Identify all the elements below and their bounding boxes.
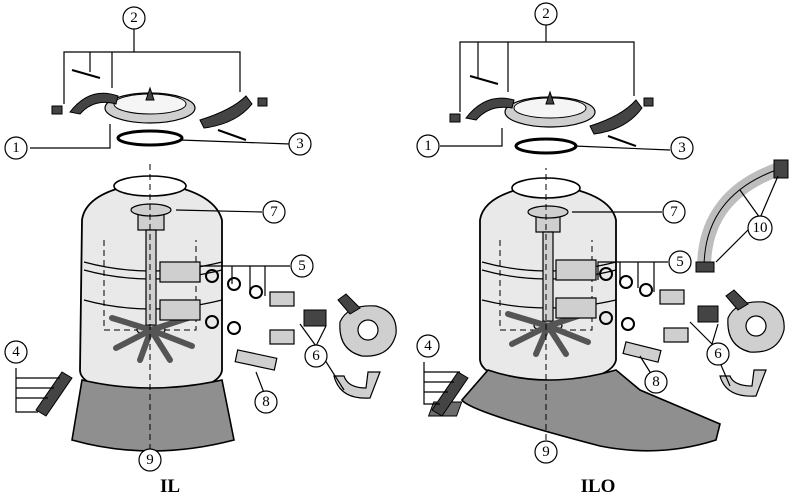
lid-clamp-assembly: [51, 69, 268, 147]
callout-ilo-2: 2: [534, 2, 558, 26]
fittings-ilo: [431, 159, 789, 417]
svg-text:8: 8: [262, 394, 270, 410]
svg-text:9: 9: [146, 452, 154, 468]
callout-il-5: 5: [290, 254, 314, 278]
callout-ilo-7: 7: [662, 200, 686, 224]
callout-il-8: 8: [254, 390, 278, 414]
svg-text:6: 6: [312, 348, 320, 364]
callout-il-6: 6: [304, 344, 328, 368]
callout-il-2: 2: [122, 6, 146, 30]
svg-text:2: 2: [130, 10, 138, 26]
tank-base: [71, 379, 235, 452]
filter-ilo: 2 1 3 7 10 5 4 6: [416, 2, 789, 497]
svg-text:1: 1: [12, 140, 20, 156]
svg-text:5: 5: [676, 254, 684, 270]
callout-il-7: 7: [262, 200, 286, 224]
filter-il: 2 1 3 7 5 4 6 8: [4, 6, 397, 497]
callout-ilo-1: 1: [416, 134, 440, 158]
callout-ilo-8: 8: [644, 370, 668, 394]
callout-ilo-10: 10: [747, 215, 773, 241]
callout-ilo-9: 9: [534, 440, 558, 464]
drain-plug: [35, 371, 73, 417]
svg-text:5: 5: [298, 258, 306, 274]
laterals: [109, 315, 195, 363]
fittings: [35, 261, 397, 417]
callout-ilo-6: 6: [706, 342, 730, 366]
callout-ilo-3: 3: [670, 136, 694, 160]
callout-il-1: 1: [4, 136, 28, 160]
svg-text:9: 9: [542, 444, 550, 460]
svg-text:2: 2: [542, 6, 550, 22]
svg-text:4: 4: [424, 338, 432, 354]
svg-text:10: 10: [753, 220, 768, 236]
clamp-half-left: [69, 92, 119, 115]
platform-base: [460, 369, 721, 452]
model-label-il: IL: [160, 476, 180, 497]
callout-il-3: 3: [288, 132, 312, 156]
svg-text:7: 7: [670, 204, 678, 220]
svg-text:3: 3: [296, 136, 304, 152]
model-label-ilo: ILO: [581, 476, 616, 497]
o-ring: [116, 129, 184, 147]
callout-ilo-4: 4: [416, 334, 440, 358]
diffuser: [130, 203, 172, 217]
svg-text:6: 6: [714, 346, 722, 362]
svg-text:3: 3: [678, 140, 686, 156]
svg-text:7: 7: [270, 204, 278, 220]
svg-text:4: 4: [12, 344, 20, 360]
clamp-half-right: [199, 95, 253, 129]
callout-il-9: 9: [138, 448, 162, 472]
svg-text:1: 1: [424, 138, 432, 154]
lid-clamp-assembly-ilo: [449, 75, 654, 155]
callout-ilo-5: 5: [668, 250, 692, 274]
callout-il-4: 4: [4, 340, 28, 364]
svg-text:8: 8: [652, 374, 660, 390]
